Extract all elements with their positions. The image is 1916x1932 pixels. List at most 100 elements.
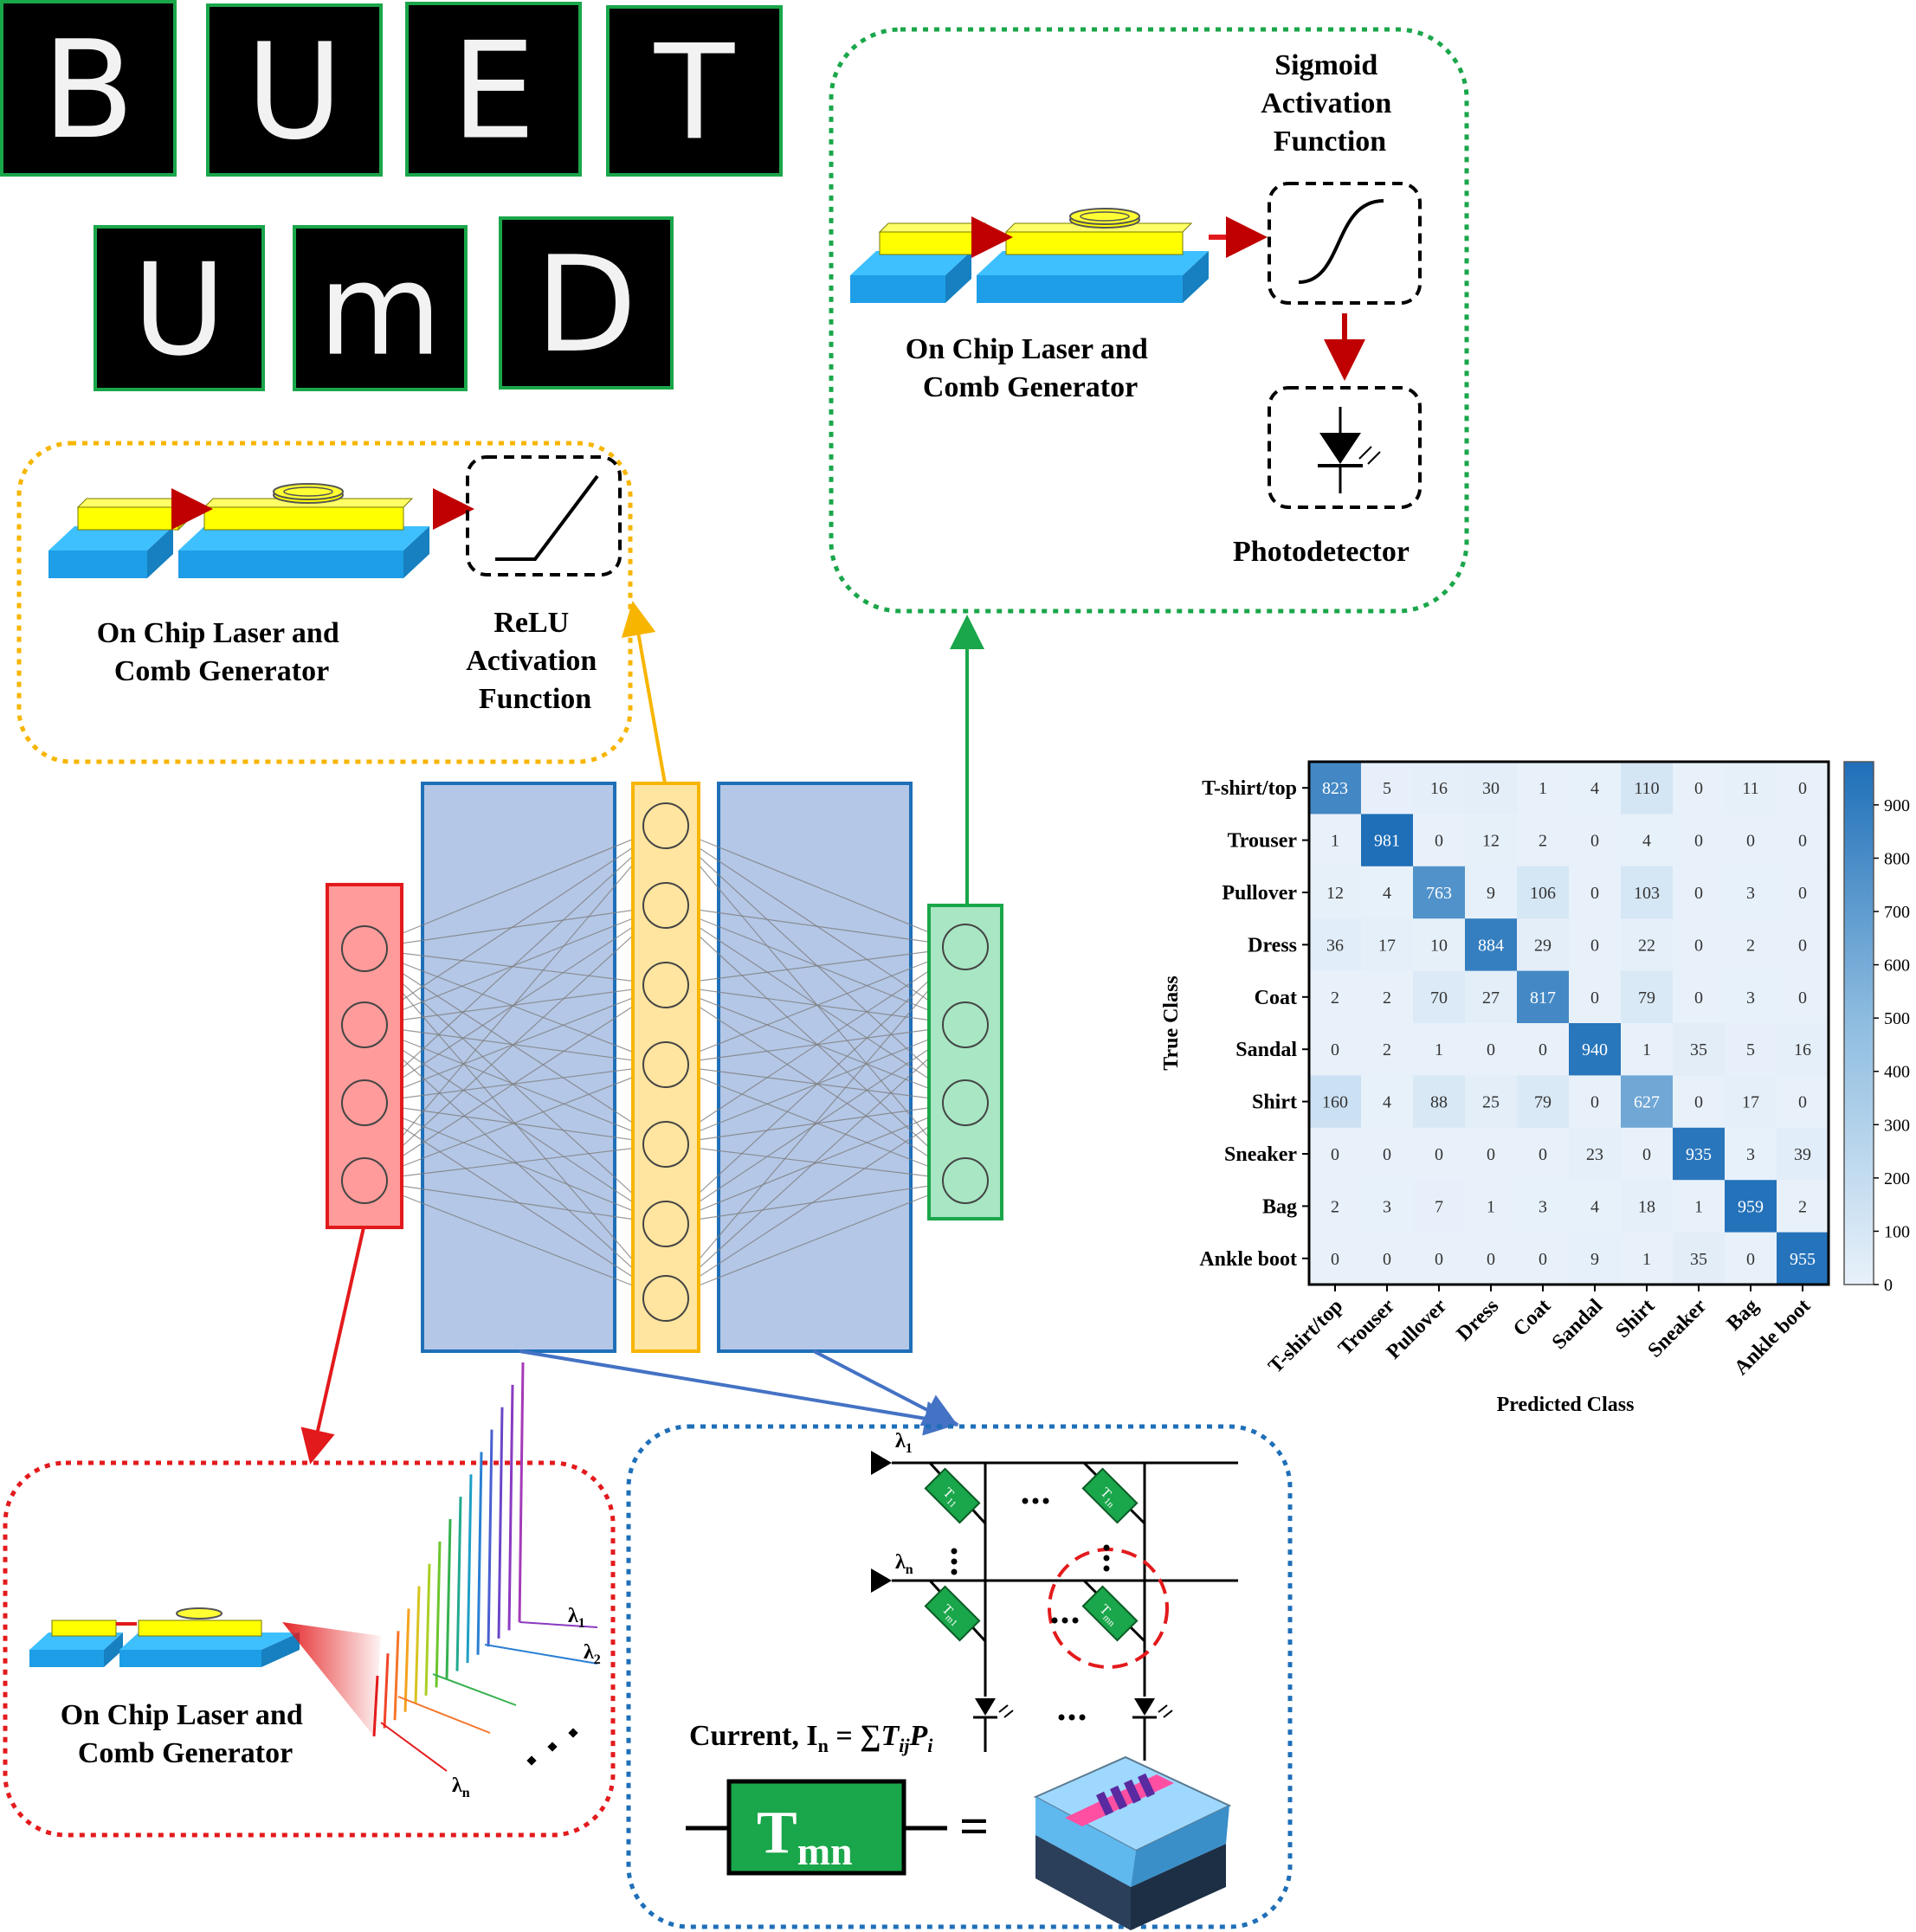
hidden-to-relu-arrow bbox=[621, 601, 667, 784]
cm-cell: 79 bbox=[1621, 970, 1674, 1024]
cm-cell-value: 884 bbox=[1478, 936, 1504, 955]
crossbar-ellipsis-icons bbox=[951, 1497, 1110, 1721]
cm-cell-value: 1 bbox=[1487, 1197, 1495, 1216]
cm-cell: 981 bbox=[1361, 814, 1414, 867]
comb-line bbox=[445, 1518, 452, 1680]
cm-cell-value: 0 bbox=[1539, 1250, 1547, 1269]
output-neuron bbox=[942, 1079, 989, 1126]
weight-cell-tmn: Tmn bbox=[1081, 1585, 1139, 1642]
cm-cell-value: 0 bbox=[1746, 1250, 1755, 1269]
photodetector-box bbox=[1268, 386, 1422, 509]
cm-cell-value: 0 bbox=[1539, 1145, 1547, 1164]
letter-bottom-1: m bbox=[293, 225, 468, 391]
comb-generator-box: λ1 λ2 λn On Chip Laser and Comb Generato… bbox=[3, 1362, 616, 1838]
input-n-arrow-icon bbox=[871, 1568, 892, 1593]
cm-cell-value: 1 bbox=[1331, 832, 1339, 851]
cm-cell-value: 9 bbox=[1590, 1250, 1599, 1269]
colorbar-tick-label: 0 bbox=[1884, 1276, 1893, 1295]
hidden-neuron bbox=[642, 962, 689, 1008]
photodetector-label: Photodetector bbox=[1233, 536, 1410, 568]
cm-cell: 0 bbox=[1621, 1127, 1674, 1181]
comb-line bbox=[372, 1675, 379, 1737]
cm-row-label: Sandal bbox=[1235, 1039, 1297, 1061]
letter-glyph: D bbox=[535, 229, 637, 383]
cm-row-label: Coat bbox=[1255, 987, 1297, 1009]
output-photodiode-1-icon bbox=[973, 1698, 1014, 1752]
comb-line bbox=[507, 1384, 514, 1631]
cm-cell-value: 0 bbox=[1590, 1093, 1599, 1112]
cm-cell-value: 0 bbox=[1694, 1093, 1703, 1112]
comb-line bbox=[497, 1407, 504, 1639]
relu-function-box bbox=[466, 455, 622, 576]
cm-cell: 0 bbox=[1777, 762, 1829, 815]
cm-cell: 5 bbox=[1725, 1023, 1777, 1076]
cm-cell-value: 4 bbox=[1383, 1093, 1391, 1112]
cm-cell-value: 4 bbox=[1383, 884, 1391, 903]
cm-cell-value: 0 bbox=[1487, 1145, 1495, 1164]
crossbar-lambda-n: λn bbox=[895, 1551, 913, 1577]
cm-cell-value: 35 bbox=[1690, 1250, 1707, 1269]
crossbar-lambda-1: λ1 bbox=[895, 1430, 913, 1456]
cm-cell: 0 bbox=[1777, 814, 1829, 867]
cm-row-label: Ankle boot bbox=[1199, 1248, 1297, 1271]
colorbar-tick-label: 300 bbox=[1884, 1116, 1910, 1135]
cm-cell: 0 bbox=[1309, 1023, 1362, 1076]
cm-cell-value: 0 bbox=[1694, 884, 1703, 903]
cm-cell-value: 0 bbox=[1590, 989, 1599, 1008]
input-neuron bbox=[341, 1079, 388, 1126]
cm-cell: 2 bbox=[1309, 1180, 1362, 1233]
cm-cell: 1 bbox=[1621, 1232, 1674, 1285]
output-neuron bbox=[942, 1001, 989, 1048]
cm-cell-value: 10 bbox=[1430, 936, 1448, 955]
weight-block-1 bbox=[421, 782, 616, 1353]
cm-cell-value: 103 bbox=[1634, 884, 1660, 903]
cm-cell-value: 4 bbox=[1590, 779, 1599, 798]
cm-cell: 16 bbox=[1413, 762, 1466, 815]
cm-cell: 2 bbox=[1517, 814, 1570, 867]
letter-glyph: U bbox=[132, 236, 225, 384]
sigmoid-activation-label: Sigmoid Activation Function bbox=[1261, 49, 1399, 158]
cm-cell: 2 bbox=[1725, 918, 1777, 972]
cm-cell-value: 823 bbox=[1322, 779, 1348, 798]
comb-line bbox=[466, 1474, 473, 1664]
cm-cell: 18 bbox=[1621, 1180, 1674, 1233]
colorbar-tick-label: 400 bbox=[1884, 1063, 1910, 1082]
cm-col-label: Bag bbox=[1723, 1295, 1764, 1336]
equals-sign: = bbox=[959, 1798, 989, 1855]
current-equation: Current, In = ∑TijPi bbox=[689, 1720, 933, 1756]
hidden-neuron bbox=[642, 1121, 689, 1168]
cm-cell: 79 bbox=[1517, 1075, 1570, 1129]
cm-cell-value: 106 bbox=[1530, 884, 1556, 903]
cm-cell-value: 0 bbox=[1694, 989, 1703, 1008]
cm-cell: 11 bbox=[1725, 762, 1777, 815]
cm-cell-value: 0 bbox=[1331, 1145, 1339, 1164]
cm-cell: 4 bbox=[1361, 866, 1414, 919]
cm-cell-value: 17 bbox=[1742, 1093, 1759, 1112]
cm-cell-value: 7 bbox=[1435, 1197, 1443, 1216]
cm-cell: 88 bbox=[1413, 1075, 1466, 1129]
comb-lambda-n: λn bbox=[452, 1774, 470, 1800]
cm-cell: 12 bbox=[1309, 866, 1362, 919]
cm-cell: 4 bbox=[1569, 762, 1622, 815]
cm-cell: 2 bbox=[1361, 1023, 1414, 1076]
cm-cell-value: 4 bbox=[1642, 832, 1651, 851]
cm-cell: 35 bbox=[1673, 1232, 1726, 1285]
cm-cell-value: 940 bbox=[1582, 1040, 1608, 1059]
cm-cell: 1 bbox=[1517, 762, 1570, 815]
cm-cell: 16 bbox=[1777, 1023, 1829, 1076]
comb-laser-chip-icon bbox=[29, 1607, 300, 1667]
sigmoid-laser-chip-icon bbox=[850, 208, 1268, 303]
cm-cell: 0 bbox=[1725, 814, 1777, 867]
colorbar-tick-label: 900 bbox=[1884, 796, 1910, 815]
cm-cell-value: 5 bbox=[1746, 1040, 1755, 1059]
weights1-to-crossbar-arrow bbox=[519, 1349, 959, 1436]
cm-cell: 9 bbox=[1569, 1232, 1622, 1285]
cm-cell: 36 bbox=[1309, 918, 1362, 972]
cm-cell: 0 bbox=[1569, 1075, 1622, 1129]
cm-cell: 2 bbox=[1777, 1180, 1829, 1233]
cm-row-label: Sneaker bbox=[1224, 1143, 1297, 1166]
hidden-neuron bbox=[642, 1041, 689, 1088]
